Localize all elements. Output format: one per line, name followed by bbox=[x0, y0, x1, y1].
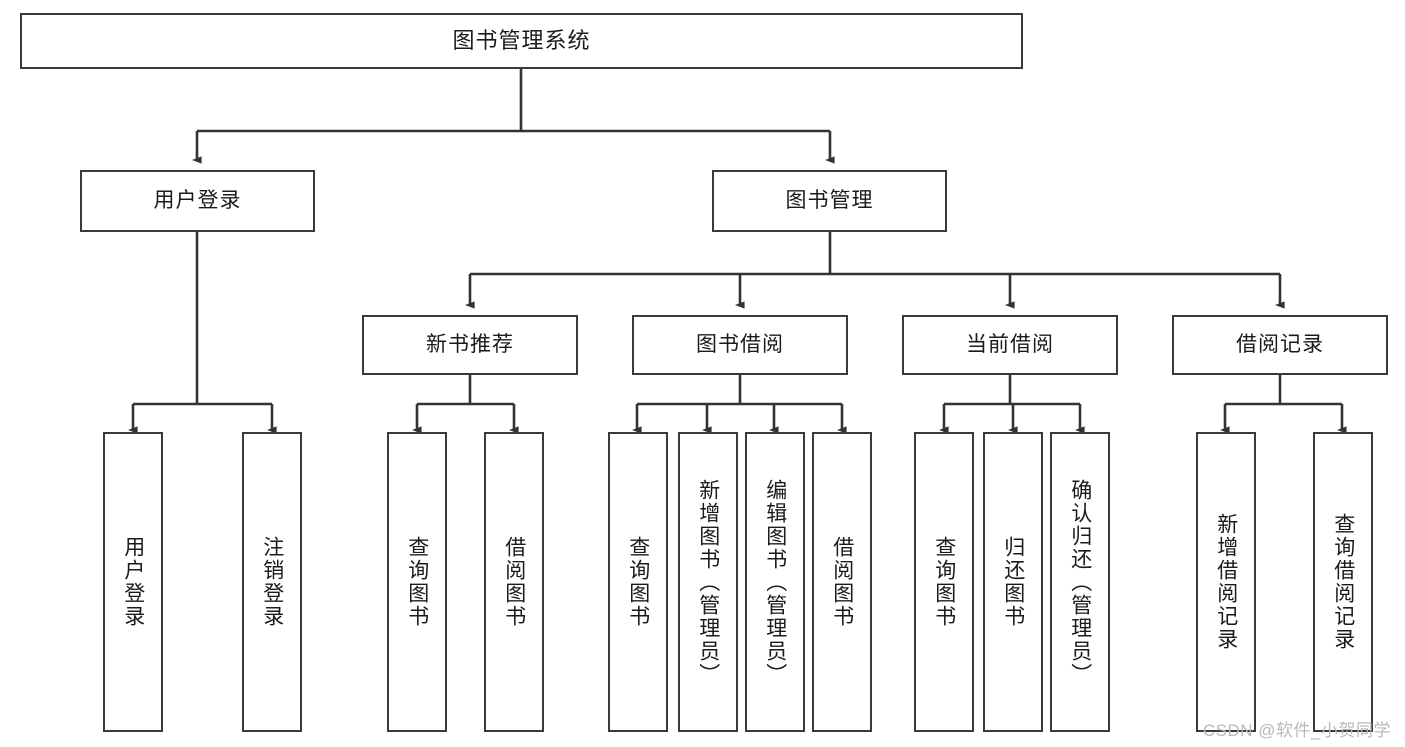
node-root-system[interactable]: 图书管理系统 bbox=[20, 13, 1023, 69]
leaf-borrow-record-add[interactable]: 新增借阅记录 bbox=[1196, 432, 1256, 732]
leaf-current-borrow-query[interactable]: 查询图书 bbox=[914, 432, 974, 732]
csdn-watermark: CSDN @软件_小贺同学 bbox=[1202, 721, 1391, 740]
leaf-book-borrow-add[interactable]: 新增图书（管理员） bbox=[678, 432, 738, 732]
node-label: 图书借阅 bbox=[696, 333, 784, 357]
node-label: 用户登录 bbox=[121, 536, 145, 628]
node-label: 查询图书 bbox=[405, 536, 429, 628]
node-label: 借阅记录 bbox=[1236, 333, 1324, 357]
node-book-borrow[interactable]: 图书借阅 bbox=[632, 315, 848, 375]
node-label: 查询借阅记录 bbox=[1331, 513, 1355, 651]
node-label: 新增借阅记录 bbox=[1214, 513, 1238, 651]
node-label: 编辑图书（管理员） bbox=[763, 478, 787, 686]
leaf-book-borrow-edit[interactable]: 编辑图书（管理员） bbox=[745, 432, 805, 732]
node-user-login[interactable]: 用户登录 bbox=[80, 170, 315, 232]
leaf-book-borrow-borrow[interactable]: 借阅图书 bbox=[812, 432, 872, 732]
node-label: 图书管理 bbox=[785, 189, 874, 213]
leaf-new-book-query[interactable]: 查询图书 bbox=[387, 432, 447, 732]
node-label: 用户登录 bbox=[153, 189, 242, 213]
node-label: 确认归还（管理员） bbox=[1068, 478, 1092, 686]
node-label: 查询图书 bbox=[626, 536, 650, 628]
node-label: 注销登录 bbox=[260, 536, 284, 628]
leaf-user-login-login[interactable]: 用户登录 bbox=[103, 432, 163, 732]
node-label: 新书推荐 bbox=[426, 333, 514, 357]
leaf-user-login-logout[interactable]: 注销登录 bbox=[242, 432, 302, 732]
node-current-borrow[interactable]: 当前借阅 bbox=[902, 315, 1118, 375]
node-label: 借阅图书 bbox=[830, 536, 854, 628]
node-borrow-record[interactable]: 借阅记录 bbox=[1172, 315, 1388, 375]
node-book-management[interactable]: 图书管理 bbox=[712, 170, 947, 232]
leaf-borrow-record-query[interactable]: 查询借阅记录 bbox=[1313, 432, 1373, 732]
leaf-new-book-borrow[interactable]: 借阅图书 bbox=[484, 432, 544, 732]
node-label: 新增图书（管理员） bbox=[696, 478, 720, 686]
node-new-book-recommend[interactable]: 新书推荐 bbox=[362, 315, 578, 375]
node-label: 归还图书 bbox=[1001, 536, 1025, 628]
node-label: 借阅图书 bbox=[502, 536, 526, 628]
node-label: 查询图书 bbox=[932, 536, 956, 628]
node-label: 图书管理系统 bbox=[452, 27, 591, 53]
leaf-book-borrow-query[interactable]: 查询图书 bbox=[608, 432, 668, 732]
leaf-current-borrow-return[interactable]: 归还图书 bbox=[983, 432, 1043, 732]
node-label: 当前借阅 bbox=[966, 333, 1054, 357]
leaf-current-borrow-confirm-return[interactable]: 确认归还（管理员） bbox=[1050, 432, 1110, 732]
